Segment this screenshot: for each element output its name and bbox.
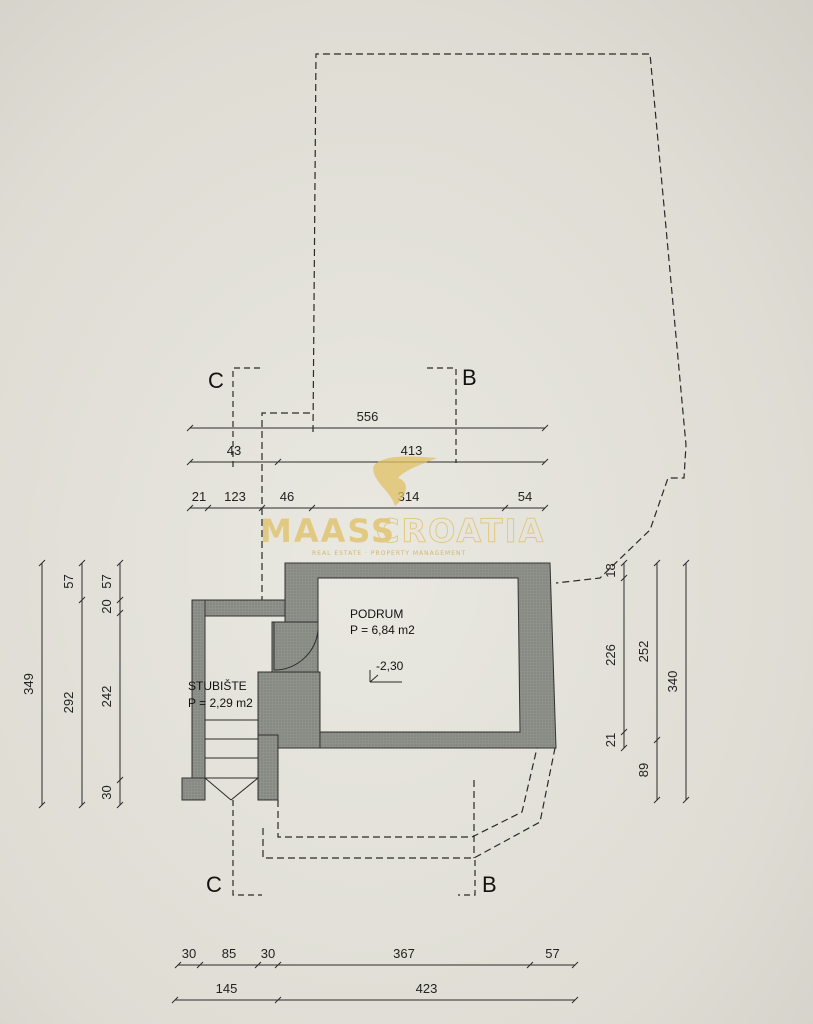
basement-walls — [181, 562, 557, 801]
stairs — [204, 719, 259, 801]
dim-right-1-label: 21 — [603, 733, 618, 747]
brand-b: CROATIA — [376, 512, 545, 550]
dim-bottom-2-tick — [274, 996, 282, 1004]
dim-left-1-tick — [38, 559, 46, 567]
dim-right-2-label: 252 — [636, 641, 651, 663]
dim-bottom-1-label: 85 — [222, 946, 236, 961]
dim-right-1-label: 18 — [603, 563, 618, 577]
dim-right-2-tick — [653, 559, 661, 567]
dim-bottom-1-tick — [274, 961, 282, 969]
dim-left-3-label: 57 — [99, 574, 114, 588]
dim-bottom-1-label: 30 — [182, 946, 196, 961]
dim-bottom-2-tick — [171, 996, 179, 1004]
dim-bottom-1-tick — [174, 961, 182, 969]
dim-top-3-tick — [204, 504, 212, 512]
section-markers — [232, 367, 476, 896]
dim-right-3-tick — [682, 559, 690, 567]
room-podrum-name: PODRUM — [350, 607, 403, 621]
tagline: REAL ESTATE · PROPERTY MANAGEMENT — [312, 550, 466, 557]
dim-bottom-1-label: 57 — [545, 946, 559, 961]
dim-bottom-2-tick — [571, 996, 579, 1004]
dim-top-2-label: 43 — [227, 443, 241, 458]
dim-right-3-tick — [682, 796, 690, 804]
room-stubiste-name: STUBIŠTE — [188, 678, 247, 693]
dim-bottom-1-tick — [571, 961, 579, 969]
brand-a: MAASS — [260, 512, 396, 550]
dim-right-2-label: 89 — [636, 763, 651, 777]
dim-right-1-tick — [620, 559, 628, 567]
section-b-bottom: B — [482, 872, 497, 897]
dim-left-3-tick — [116, 801, 124, 809]
door — [272, 621, 319, 671]
dimension-lines — [38, 424, 690, 1004]
dim-top-3-label: 123 — [224, 489, 246, 504]
dim-right-3-label: 340 — [665, 671, 680, 693]
dim-left-2-tick — [78, 559, 86, 567]
dim-bottom-2-label: 145 — [216, 981, 238, 996]
dim-right-2-tick — [653, 796, 661, 804]
upper-floor-outline — [261, 53, 687, 859]
dim-left-3-tick — [116, 596, 124, 604]
dim-top-2-tick — [541, 458, 549, 466]
dim-top-3-label: 54 — [518, 489, 532, 504]
dim-left-3-tick — [116, 609, 124, 617]
dim-top-3-tick — [186, 504, 194, 512]
section-b-top: B — [462, 365, 477, 390]
dim-top-3-tick — [258, 504, 266, 512]
section-c-top: C — [208, 368, 224, 393]
dim-left-3-tick — [116, 559, 124, 567]
dim-right-1-tick — [620, 728, 628, 736]
dim-left-3-label: 30 — [99, 785, 114, 799]
dim-bottom-2-label: 423 — [416, 981, 438, 996]
dim-bottom-1-tick — [196, 961, 204, 969]
dim-left-2-tick — [78, 801, 86, 809]
dim-left-3-label: 242 — [99, 686, 114, 708]
dim-top-3-tick — [501, 504, 509, 512]
dim-bottom-1-label: 30 — [261, 946, 275, 961]
bird-logo-icon — [373, 456, 437, 506]
section-c-bottom: C — [206, 872, 222, 897]
dim-left-1-tick — [38, 801, 46, 809]
dim-right-1-label: 226 — [603, 644, 618, 666]
dim-left-2-tick — [78, 596, 86, 604]
room-podrum-area: P = 6,84 m2 — [350, 623, 415, 637]
dim-top-2-label: 413 — [401, 443, 423, 458]
dim-bottom-1-tick — [254, 961, 262, 969]
dim-left-3-label: 20 — [99, 599, 114, 613]
dim-top-1-label: 556 — [357, 409, 379, 424]
level-marker — [369, 670, 402, 683]
dim-left-2-label: 57 — [61, 574, 76, 588]
dim-right-2-tick — [653, 736, 661, 744]
dim-right-1-tick — [620, 744, 628, 752]
watermark: MAASS CROATIA REAL ESTATE · PROPERTY MAN… — [260, 456, 545, 557]
dim-top-2-tick — [274, 458, 282, 466]
dim-top-3-tick — [541, 504, 549, 512]
dim-left-3-tick — [116, 776, 124, 784]
dim-top-3-label: 21 — [192, 489, 206, 504]
dim-right-1-tick — [620, 574, 628, 582]
dim-left-2-label: 292 — [61, 692, 76, 714]
dim-left-1-label: 349 — [21, 673, 36, 695]
room-stubiste-area: P = 2,29 m2 — [188, 696, 253, 710]
level-value: -2,30 — [376, 659, 404, 673]
dim-bottom-1-label: 367 — [393, 946, 415, 961]
dim-top-1-tick — [186, 424, 194, 432]
dim-top-3-tick — [308, 504, 316, 512]
dim-top-2-tick — [186, 458, 194, 466]
dim-top-3-label: 46 — [280, 489, 294, 504]
dim-top-1-tick — [541, 424, 549, 432]
dim-bottom-1-tick — [526, 961, 534, 969]
